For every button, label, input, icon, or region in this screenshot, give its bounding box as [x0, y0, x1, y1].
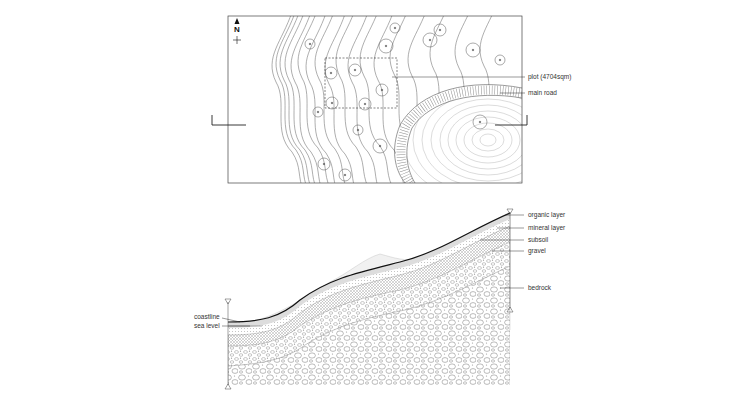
north-label: N	[233, 26, 241, 34]
soil-section	[222, 209, 524, 411]
layer-label: organic layer	[527, 212, 566, 219]
datum-label: coastline	[193, 314, 221, 321]
leader-lines	[392, 77, 525, 93]
layer-label: mineral layer	[527, 225, 566, 232]
site-plan	[272, 16, 522, 183]
road-label: main road	[527, 90, 558, 97]
north-arrow	[233, 18, 241, 44]
layer-label: bedrock	[527, 285, 552, 292]
plot-label: plot (4704sqm)	[527, 74, 572, 81]
layer-label: gravel	[527, 248, 547, 255]
section-marks	[212, 115, 527, 125]
layer-label: subsoil	[527, 237, 549, 244]
datum-label: sea level	[193, 323, 221, 330]
plan-frame	[228, 16, 522, 183]
